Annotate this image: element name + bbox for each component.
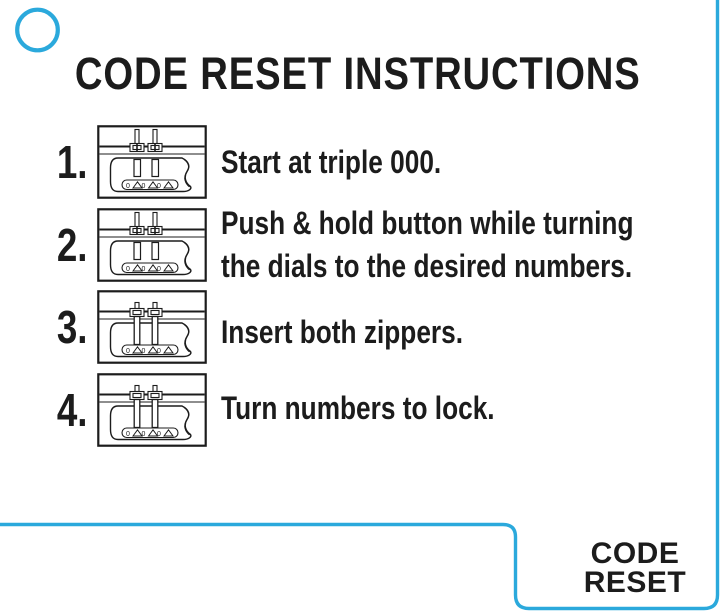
step-4-text-line-1: Turn numbers to lock. — [221, 390, 495, 426]
step-4-number: 4. — [56, 384, 88, 436]
step-1-text: Start at triple 000. — [221, 142, 490, 182]
step-3-text-line-1: Insert both zippers. — [221, 314, 464, 350]
step-1-number: 1. — [56, 136, 88, 188]
code-reset-label-line-2: RESET — [583, 566, 687, 599]
step-2-number: 2. — [56, 219, 88, 271]
lock-illustration-zippers-out-step-2 — [97, 208, 207, 282]
page-title: CODE RESET INSTRUCTIONS — [75, 48, 641, 99]
step-3-text: Insert both zippers. — [221, 312, 516, 352]
code-reset-label-line-1: CODE — [590, 537, 680, 570]
lock-illustration-zippers-inserted-step-4 — [97, 373, 207, 447]
step-2-text: Push & hold button while turning the dia… — [221, 202, 724, 288]
step-2-text-line-1: Push & hold button while turning — [221, 205, 634, 241]
lock-illustration-zippers-out-step-1 — [97, 125, 207, 199]
step-2-text-line-2: the dials to the desired numbers. — [221, 248, 633, 284]
step-4-text: Turn numbers to lock. — [221, 388, 555, 428]
lock-illustration-zippers-inserted-step-3 — [97, 290, 207, 364]
code-reset-label: CODE RESET — [545, 537, 725, 599]
hole-circle-icon — [15, 7, 60, 53]
step-1-text-line-1: Start at triple 000. — [221, 144, 442, 180]
step-3-number: 3. — [56, 301, 88, 353]
